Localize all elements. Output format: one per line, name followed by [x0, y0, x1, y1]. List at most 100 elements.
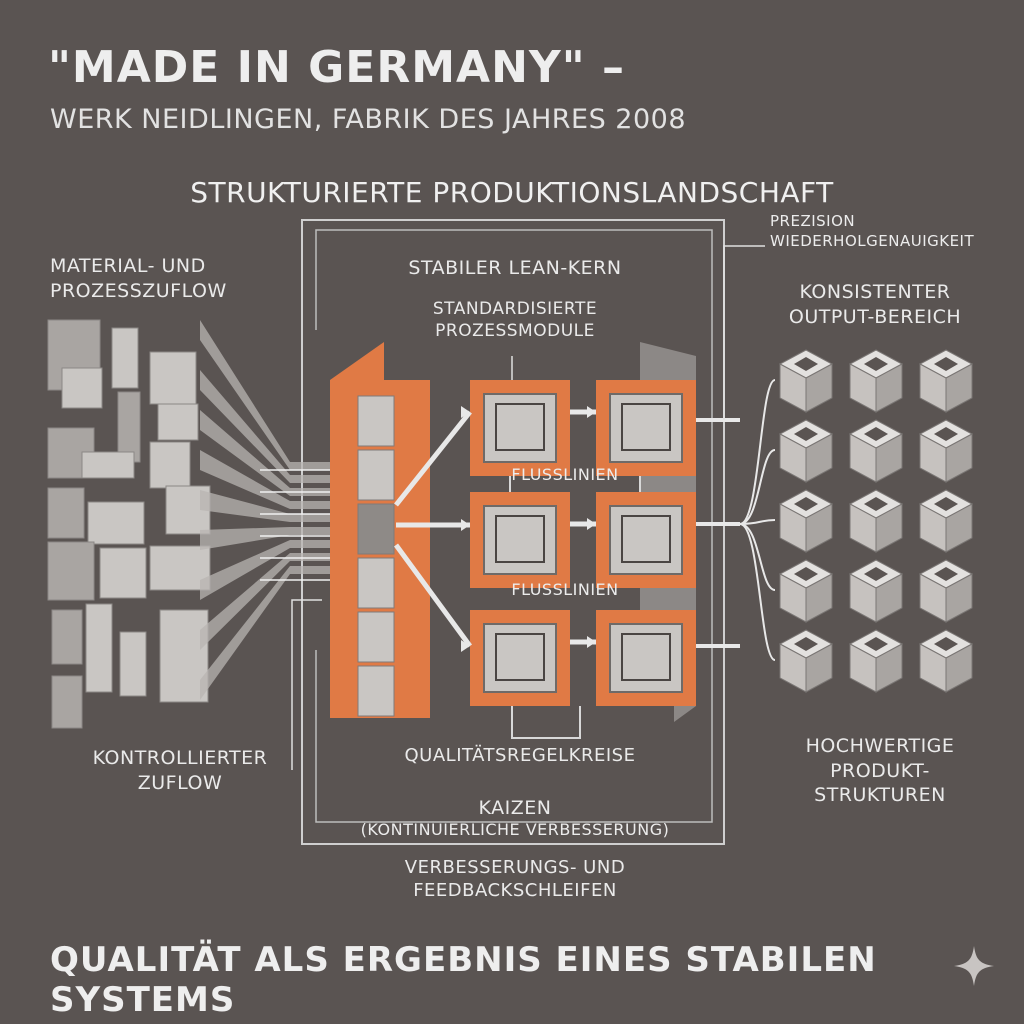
sparkle-icon	[954, 946, 994, 986]
fanout-line	[739, 523, 776, 591]
output-cube-hole	[934, 357, 958, 371]
products-label-line1: HOCHWERTIGE	[805, 735, 955, 757]
material-flow-label-line2: PROZESSZUFLOW	[50, 279, 227, 302]
process-modules-label-line1: STANDARDISIERTE	[432, 299, 598, 319]
flow-arrow-head	[587, 406, 596, 418]
output-cube-right	[945, 363, 973, 413]
output-area-label-line1: KONSISTENTER	[799, 281, 951, 303]
precision-leader	[723, 245, 765, 420]
funnel-slot	[357, 449, 395, 501]
funnel-slot	[357, 665, 395, 717]
output-cube-hole	[794, 427, 818, 441]
output-cube-right	[945, 503, 973, 553]
output-cube-hole	[864, 427, 888, 441]
output-cube-right	[875, 643, 903, 693]
quality-loop-icon	[495, 403, 545, 451]
footer-statement: QUALITÄT ALS ERGEBNIS EINES STABILEN SYS…	[50, 940, 877, 1020]
flow-arrow	[394, 410, 472, 507]
output-cube-right	[875, 503, 903, 553]
output-cube-hole	[934, 567, 958, 581]
output-cube-hole	[934, 427, 958, 441]
funnel-slot	[357, 395, 395, 447]
page-title: "MADE IN GERMANY" –	[48, 42, 625, 93]
output-cube-hole	[794, 567, 818, 581]
material-block	[51, 609, 83, 665]
output-cube-right	[805, 573, 833, 623]
material-block	[81, 451, 135, 479]
output-cube-right	[875, 433, 903, 483]
feedback-loops-label-line1: VERBESSERUNGS- UND	[404, 857, 626, 878]
fanout-line	[739, 523, 776, 661]
material-block	[87, 501, 145, 545]
material-block	[149, 351, 197, 405]
output-cube-hole	[864, 567, 888, 581]
material-block	[47, 541, 95, 601]
inflow-band	[200, 410, 345, 496]
fanout-line	[739, 379, 776, 525]
funnel-slot	[357, 503, 395, 555]
quality-loop-icon	[495, 633, 545, 681]
section-heading: STRUKTURIERTE PRODUKTIONSLANDSCHAFT	[190, 176, 834, 209]
quality-loop-icon	[621, 515, 671, 563]
output-cube-right	[805, 363, 833, 413]
feedback-loops-label-line2: FEEDBACKSCHLEIFEN	[413, 880, 617, 902]
precision-label-line2: WIEDERHOLGENAUIGKEIT	[770, 231, 975, 250]
process-modules-label-line2: PROZESSMODULE	[435, 321, 595, 342]
inflow-band	[200, 370, 345, 483]
quality-loop-icon	[495, 515, 545, 563]
flow-arrow-head	[461, 519, 470, 531]
output-cube-hole	[864, 497, 888, 511]
controlled-inflow-label-line2: ZUFLOW	[137, 771, 223, 794]
output-cube-right	[805, 503, 833, 553]
output-area-label-line2: OUTPUT-BEREICH	[788, 305, 962, 328]
kaizen-label: KAIZEN	[478, 797, 552, 819]
output-cube-hole	[934, 637, 958, 651]
controlled-inflow-leader	[291, 599, 322, 770]
page-subtitle: WERK NEIDLINGEN, FABRIK DES JAHRES 2008	[50, 104, 687, 135]
flow-arrow-head	[461, 406, 470, 418]
output-cube-right	[875, 363, 903, 413]
inflow-band	[200, 566, 345, 700]
flow-lines-label-2: FLUSSLINIEN	[511, 580, 619, 599]
quality-loops-label: QUALITÄTSREGELKREISE	[404, 745, 636, 766]
output-cube-right	[805, 643, 833, 693]
fanout-line	[739, 519, 776, 525]
output-area-label: KONSISTENTER OUTPUT-BEREICH	[740, 280, 1010, 329]
lean-core-label: STABILER LEAN-KERN	[408, 257, 622, 279]
output-cube-right	[945, 433, 973, 483]
flow-arrow-head	[587, 636, 596, 648]
flow-arrow-head	[461, 640, 470, 652]
material-flow-label-line1: MATERIAL- UND	[50, 255, 206, 277]
inflow-band	[200, 527, 345, 550]
flow-arrow	[393, 543, 473, 648]
material-block	[85, 603, 113, 693]
material-block	[51, 675, 83, 729]
kaizen-sublabel: (KONTINUIERLICHE VERBESSERUNG)	[360, 820, 670, 839]
process-modules-label: STANDARDISIERTE PROZESSMODULE	[360, 298, 670, 342]
material-block	[119, 631, 147, 697]
output-cube-hole	[794, 637, 818, 651]
products-label: HOCHWERTIGE PRODUKT- STRUKTUREN	[770, 734, 990, 808]
output-cube-right	[945, 643, 973, 693]
inflow-band	[200, 553, 345, 650]
flow-lines-label-1: FLUSSLINIEN	[511, 465, 619, 484]
inflow-band	[200, 320, 345, 470]
output-cube-right	[945, 573, 973, 623]
fanout-line	[739, 449, 776, 525]
products-label-line3: STRUKTUREN	[814, 784, 946, 807]
funnel-slot	[357, 557, 395, 609]
output-cube-right	[875, 573, 903, 623]
material-block	[111, 327, 139, 389]
material-block	[149, 441, 191, 489]
feedback-loops-label: VERBESSERUNGS- UND FEEDBACKSCHLEIFEN	[310, 856, 720, 903]
quality-loop-icon	[621, 633, 671, 681]
output-cube-hole	[794, 497, 818, 511]
output-cube-hole	[794, 357, 818, 371]
precision-label: PREZISION WIEDERHOLGENAUIGKEIT	[770, 212, 974, 251]
quality-loop-icon	[621, 403, 671, 451]
funnel-slot	[357, 611, 395, 663]
output-cube-right	[805, 433, 833, 483]
precision-label-line1: PREZISION	[770, 212, 856, 230]
output-cube-hole	[934, 497, 958, 511]
